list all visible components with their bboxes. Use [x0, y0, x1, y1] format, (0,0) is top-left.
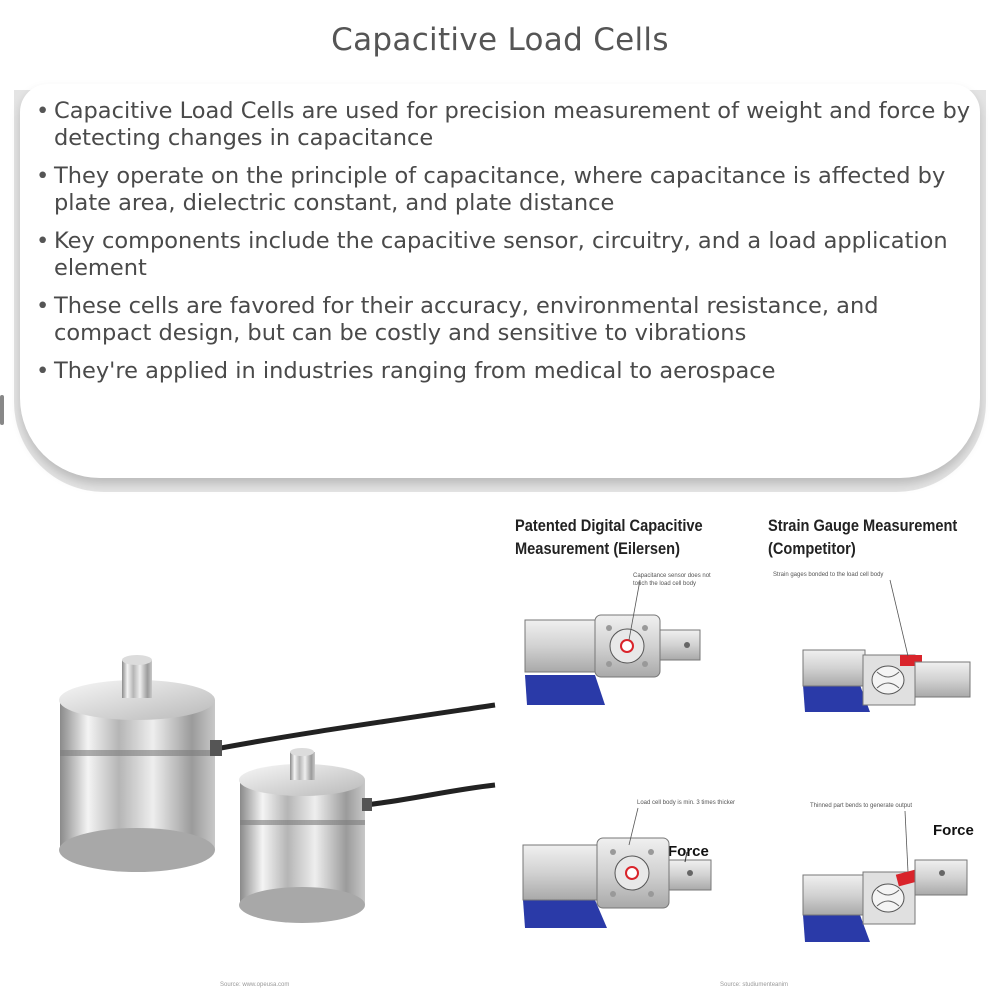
load-cell-photo: [59, 655, 496, 923]
annotation-top-right: Strain gages bonded to the load cell bod…: [773, 572, 884, 578]
annotation-bottom-left: Load cell body is min. 3 times thicker: [637, 800, 736, 806]
left-edge-mark: [0, 395, 4, 425]
capacitive-header-line: Patented Digital Capacitive: [515, 516, 703, 535]
bullet-item: Key components include the capacitive se…: [36, 228, 971, 282]
photo-source: Source: www.opeusa.com: [220, 982, 290, 988]
annotation-line: touch the load cell body: [633, 581, 697, 587]
page-title: Capacitive Load Cells: [331, 22, 669, 58]
strain-gauge-cell-bottom: [802, 810, 968, 942]
capacitive-cell-bottom: [522, 807, 712, 928]
annotation-line: Capacitance sensor does not: [633, 573, 711, 579]
force-label-right: Force: [933, 822, 974, 839]
annotation-top-left: Capacitance sensor does not touch the lo…: [633, 572, 711, 588]
bullet-item: Capacitive Load Cells are used for preci…: [36, 98, 971, 152]
bullet-item: They operate on the principle of capacit…: [36, 163, 971, 217]
capacitive-cell-top: [524, 579, 701, 705]
bullet-item: These cells are favored for their accura…: [36, 293, 971, 347]
strain-gauge-header-line: Strain Gauge Measurement: [768, 516, 958, 535]
bullet-item: They're applied in industries ranging fr…: [36, 358, 971, 385]
force-label-left: Force: [668, 843, 709, 860]
strain-gauge-cell-top: [802, 579, 971, 712]
annotation-bottom-right: Thinned part bends to generate output: [810, 803, 913, 809]
capacitive-header: Patented Digital Capacitive Measurement …: [515, 514, 703, 560]
capacitive-header-line: Measurement (Eilersen): [515, 539, 680, 558]
load-cell-drawings: [522, 579, 971, 942]
diagram-source: Source: studiumenteanim: [720, 982, 789, 988]
strain-gauge-header: Strain Gauge Measurement (Competitor): [768, 514, 957, 560]
bullet-list: Capacitive Load Cells are used for preci…: [36, 98, 971, 396]
comparison-diagram: Patented Digital Capacitive Measurement …: [505, 500, 995, 980]
strain-gauge-header-line: (Competitor): [768, 539, 856, 558]
